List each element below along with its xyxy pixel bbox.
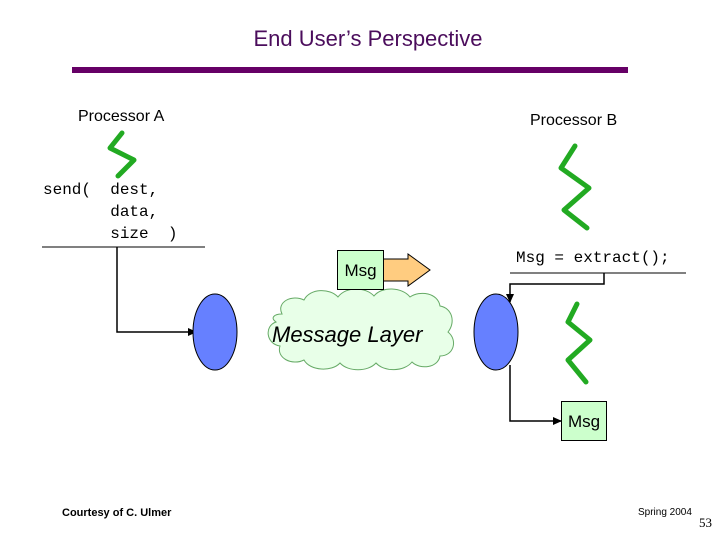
send-code-line-1: send( dest, <box>43 181 159 199</box>
processor-b-label: Processor B <box>530 112 618 129</box>
date-text: Spring 2004 <box>638 507 692 518</box>
send-path-arrow <box>116 247 197 336</box>
send-code-line-2: data, <box>43 203 159 221</box>
msg-received-box: Msg <box>561 401 607 441</box>
page-number: 53 <box>699 515 712 530</box>
node-a <box>192 293 238 371</box>
courtesy-text: Courtesy of C. Ulmer <box>62 507 172 519</box>
thread-b-icon <box>558 143 592 231</box>
thread-a-icon <box>107 130 137 179</box>
node-b <box>473 293 519 371</box>
extract-code: Msg = extract(); <box>516 249 670 267</box>
thread-c-icon <box>565 301 593 385</box>
title-bar <box>72 67 628 73</box>
send-code-line-3: size ) <box>43 225 178 243</box>
deliver-path-arrow <box>509 365 562 425</box>
processor-a-label: Processor A <box>78 108 165 125</box>
msg-sent-box: Msg <box>337 250 384 290</box>
extract-path-arrow <box>506 273 605 303</box>
page-title: End User’s Perspective <box>253 26 483 51</box>
message-layer-cloud <box>267 288 455 371</box>
msg-arrow-shape <box>382 253 431 287</box>
message-layer-label: Message Layer <box>272 322 423 347</box>
